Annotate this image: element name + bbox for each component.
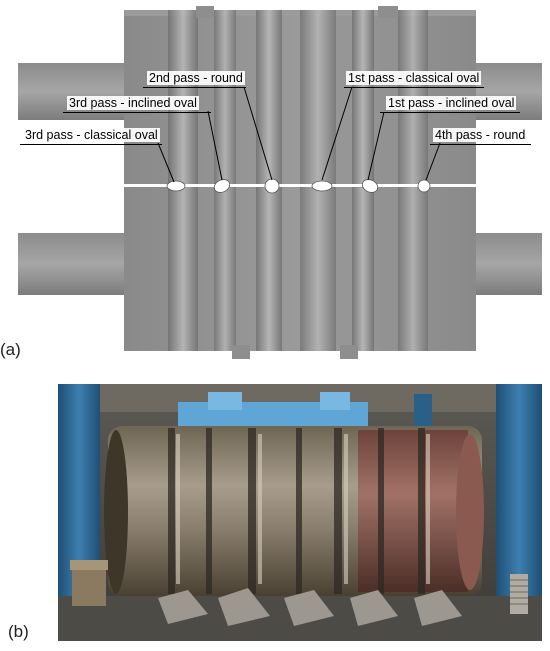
upper-left-shaft — [18, 63, 128, 120]
label-3rd-pass-inclined-oval: 3rd pass - inclined oval — [67, 96, 199, 110]
underline-4th-pass-round — [430, 144, 531, 145]
panel-a-letter: (a) — [0, 340, 21, 359]
pass-opening-1st-inclined-oval — [361, 179, 379, 193]
roll-gap — [124, 184, 476, 187]
underline-1st-pass-classical-oval — [344, 87, 484, 88]
underline-3rd-pass-inclined-oval — [63, 112, 211, 113]
roll-photograph — [58, 384, 542, 641]
pass-opening-1st-classical-oval — [311, 180, 333, 192]
underline-2nd-pass-round — [143, 87, 246, 88]
pass-opening-3rd-classical-oval — [166, 180, 186, 192]
lower-roll — [18, 186, 542, 359]
pass-opening-2nd-round — [264, 178, 280, 194]
underline-3rd-pass-classical-oval — [20, 144, 162, 145]
pass-openings — [166, 178, 431, 194]
label-1st-pass-classical-oval: 1st pass - classical oval — [346, 71, 482, 85]
upper-right-shaft — [472, 63, 542, 120]
pass-opening-3rd-inclined-oval — [213, 179, 231, 193]
panel-b-letter: (b) — [8, 622, 29, 641]
roll-cad-render — [18, 6, 542, 359]
pass-opening-4th-round — [417, 179, 431, 193]
label-1st-pass-inclined-oval: 1st pass - inclined oval — [386, 96, 517, 110]
underline-1st-pass-inclined-oval — [380, 112, 520, 113]
leader-lines — [157, 86, 441, 183]
lower-right-shaft — [472, 233, 542, 295]
label-4th-pass-round: 4th pass - round — [433, 128, 528, 142]
label-2nd-pass-round: 2nd pass - round — [147, 71, 245, 85]
label-3rd-pass-classical-oval: 3rd pass - classical oval — [23, 128, 160, 142]
lower-left-shaft — [18, 233, 128, 295]
